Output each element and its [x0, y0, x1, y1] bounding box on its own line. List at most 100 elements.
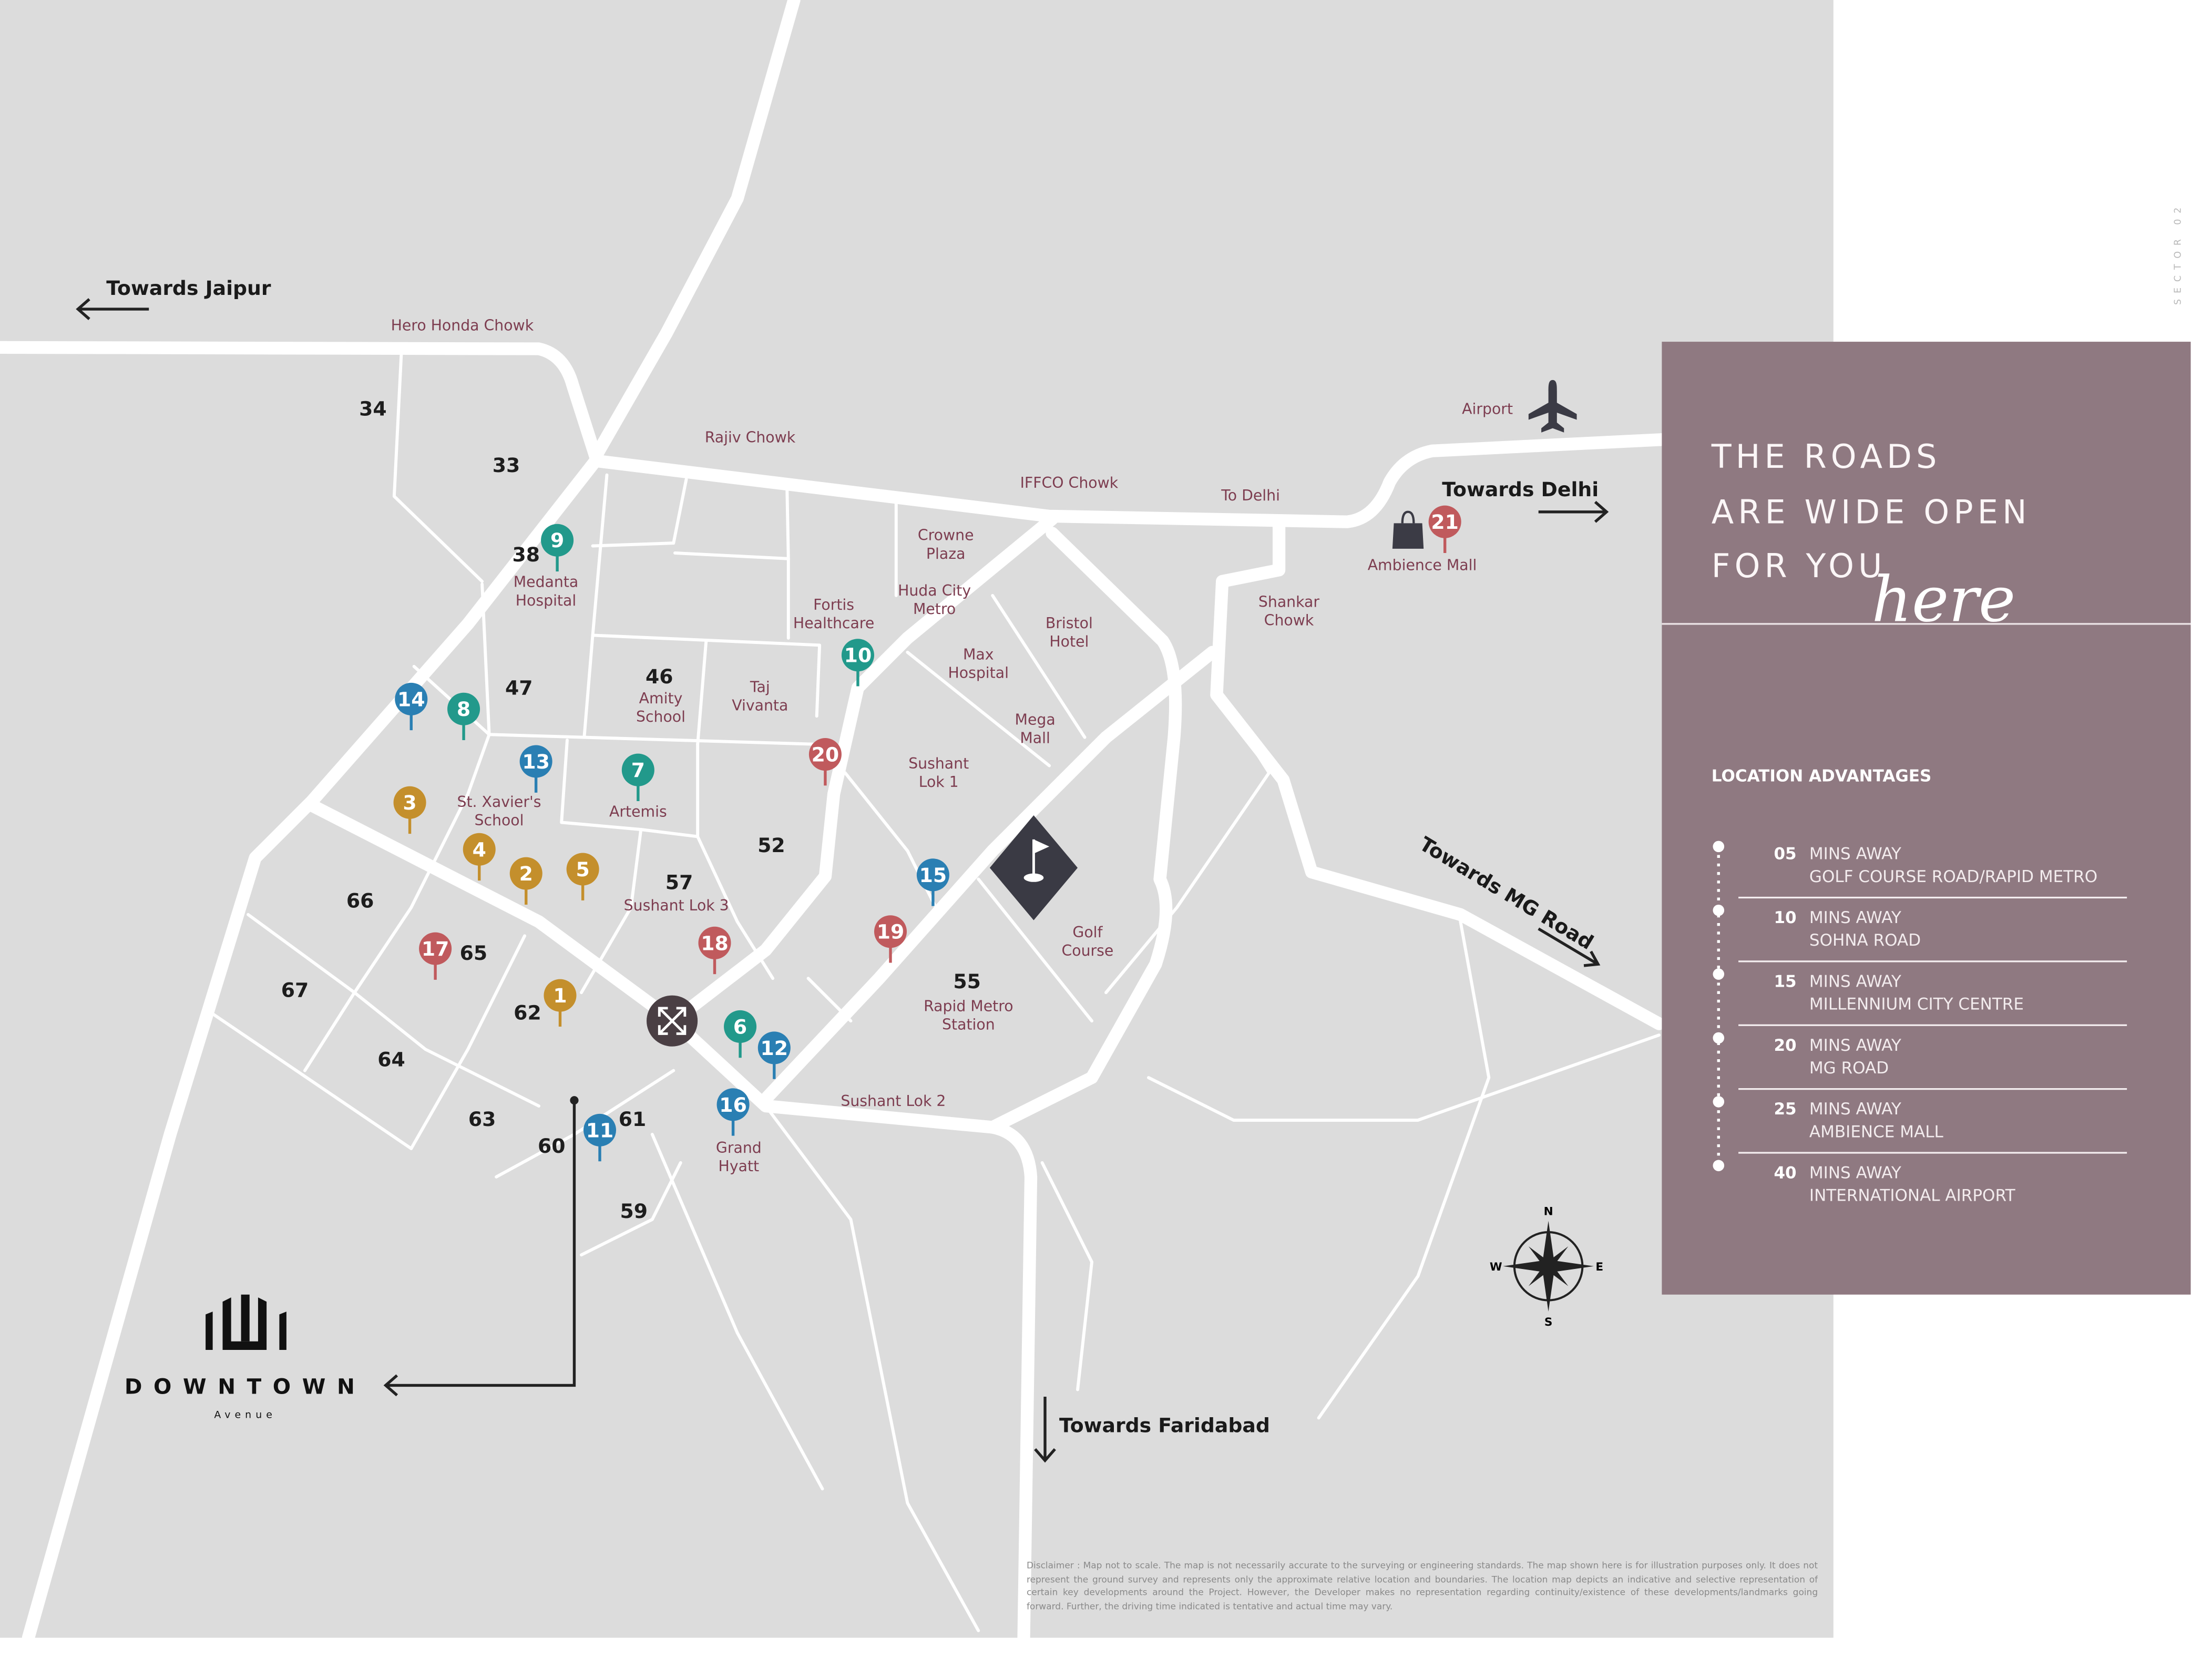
pin-number: 9: [550, 529, 564, 552]
arrow-right-icon: [1538, 500, 1609, 523]
pin-number: 3: [403, 791, 416, 814]
pin-number: 1: [553, 984, 567, 1007]
place-label: Bristol: [1046, 615, 1093, 632]
map-pin-12[interactable]: 12: [757, 1031, 791, 1079]
advantage-place: MG ROAD: [1809, 1059, 1889, 1078]
pin-marker-icon: [698, 926, 731, 959]
advantage-minutes: 10: [1774, 908, 1796, 927]
pin-marker-icon: [393, 786, 426, 819]
map-pin-19[interactable]: 19: [874, 915, 907, 963]
compass-s: S: [1544, 1316, 1553, 1329]
place-label: Sushant: [908, 755, 969, 772]
place-label: Sushant Lok 2: [841, 1092, 946, 1110]
advantage-place: MILLENNIUM CITY CENTRE: [1809, 995, 2024, 1014]
compass-n: N: [1544, 1205, 1553, 1218]
map-pin-3[interactable]: 3: [393, 786, 426, 834]
panel-heading: LOCATION ADVANTAGES: [1712, 766, 1932, 785]
sector-label: 66: [346, 889, 374, 912]
pin-marker-icon: [447, 692, 480, 725]
timeline-dot: [1713, 1096, 1725, 1108]
timeline-dot: [1713, 1032, 1725, 1044]
pin-marker-icon: [916, 858, 949, 892]
pin-marker-icon: [1428, 505, 1461, 538]
pin-number: 5: [576, 858, 590, 881]
project-pointer-dot: [570, 1096, 579, 1105]
sector-label: 57: [665, 871, 693, 894]
place-label: Hospital: [948, 664, 1009, 681]
place-label: School: [474, 812, 524, 829]
map-pin-17[interactable]: 17: [419, 932, 452, 980]
pin-number: 2: [519, 862, 533, 885]
map-pin-5[interactable]: 5: [566, 853, 599, 900]
compass-w: W: [1490, 1261, 1502, 1274]
minor-roads: [211, 353, 1661, 1633]
pin-marker-icon: [544, 979, 577, 1012]
map-pin-14[interactable]: 14: [395, 682, 428, 731]
map-pin-18[interactable]: 18: [698, 926, 731, 975]
pin-marker-icon: [716, 1088, 750, 1121]
arrow-down-right-icon: [1538, 927, 1601, 967]
sector-label: 60: [538, 1134, 566, 1158]
panel-script-word: here: [1872, 563, 2016, 636]
airplane-icon: [1528, 380, 1577, 433]
direction-jaipur: Towards Jaipur: [76, 276, 271, 320]
advantage-minutes: 40: [1774, 1164, 1796, 1183]
sector-label: 63: [468, 1108, 496, 1131]
map-pin-20[interactable]: 20: [808, 738, 842, 786]
pin-marker-icon: [463, 833, 496, 866]
pin-marker-icon: [583, 1113, 617, 1146]
map-pin-4[interactable]: 4: [463, 833, 496, 881]
pin-number: 18: [701, 931, 729, 955]
map-background: [0, 0, 1834, 1638]
disclaimer-text: Disclaimer : Map not to scale. The map i…: [1026, 1561, 1818, 1612]
pin-number: 19: [877, 920, 905, 944]
map-pin-7[interactable]: 7: [621, 753, 654, 802]
pin-number: 7: [631, 759, 645, 782]
map-pin-15[interactable]: 15: [916, 858, 949, 906]
pin-number: 20: [812, 743, 839, 766]
place-label: Hotel: [1049, 633, 1089, 650]
place-label: Fortis: [813, 596, 854, 613]
map-pin-8[interactable]: 8: [447, 692, 480, 741]
side-section-label: SECTOR 02: [2173, 202, 2184, 305]
golf-flag-icon: [989, 815, 1078, 920]
sector-label: 38: [512, 543, 540, 566]
map-pin-2[interactable]: 2: [509, 857, 542, 905]
map-pin-16[interactable]: 16: [716, 1088, 750, 1136]
map-pin-11[interactable]: 11: [583, 1113, 617, 1162]
place-label: Max: [963, 646, 994, 663]
pin-number: 21: [1431, 510, 1459, 534]
pin-number: 12: [761, 1037, 788, 1060]
place-label: Hyatt: [719, 1158, 760, 1175]
sector-label: 59: [620, 1200, 648, 1223]
map-pin-1[interactable]: 1: [544, 979, 577, 1027]
place-label: Amity: [639, 690, 683, 707]
sector-label: 55: [953, 970, 981, 993]
location-advantages-panel: THE ROADS ARE WIDE OPEN FOR YOU here LOC…: [1662, 342, 2191, 1295]
pin-number: 6: [733, 1015, 747, 1038]
map-pin-13[interactable]: 13: [519, 745, 552, 793]
pin-marker-icon: [509, 857, 542, 890]
disclaimer: Disclaimer : Map not to scale. The map i…: [1026, 1561, 1818, 1612]
advantage-label: MINS AWAY: [1809, 1164, 1901, 1183]
pin-number: 13: [522, 750, 550, 773]
advantage-minutes: 20: [1774, 1036, 1796, 1055]
panel-title-line-3: FOR YOU: [1712, 547, 1887, 585]
map-pin-6[interactable]: 6: [724, 1010, 757, 1058]
direction-jaipur-label: Towards Jaipur: [106, 276, 271, 300]
place-label: Station: [942, 1016, 995, 1033]
shopping-bag-icon: [1392, 510, 1424, 549]
sector-label: 47: [505, 677, 533, 700]
place-label: Hospital: [516, 592, 577, 609]
direction-delhi: Towards Delhi: [1442, 478, 1609, 523]
advantage-label: MINS AWAY: [1809, 1036, 1901, 1055]
map-pin-10[interactable]: 10: [841, 639, 874, 687]
pin-number: 17: [422, 937, 449, 960]
map-pin-21[interactable]: 21: [1428, 505, 1461, 553]
map-pin-9[interactable]: 9: [541, 524, 574, 572]
direction-faridabad-label: Towards Faridabad: [1059, 1414, 1270, 1437]
advantage-minutes: 05: [1774, 845, 1796, 864]
